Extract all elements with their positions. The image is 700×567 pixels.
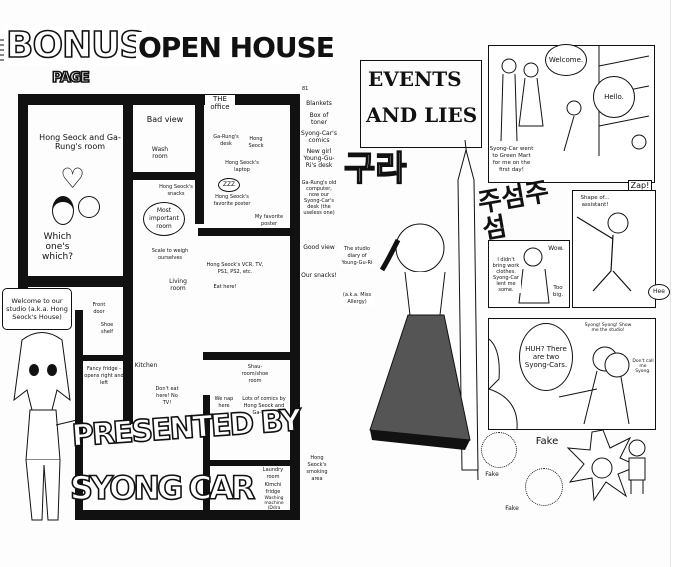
label-laundry: Laundry room <box>262 467 284 480</box>
heart-icon: ♡ <box>60 162 86 195</box>
bubble-welcome: Welcome. <box>545 44 587 76</box>
right-page: EVENTS AND LIES 구라 The studio diary of Y… <box>340 0 670 567</box>
fake-burst <box>566 429 640 502</box>
sfx-korean: 주섬주섬 <box>475 176 552 246</box>
panel3-figure <box>518 247 550 304</box>
sfx-zap: Zap! <box>628 180 652 191</box>
label-hong-seock: Hong Seock <box>248 136 264 149</box>
show-me-studio: Syong! Syong! Show me the studio! <box>584 323 632 333</box>
label-our-snacks: Our snacks! <box>301 272 337 279</box>
label-my-favorite-poster: My favorite poster <box>254 214 284 227</box>
label-hs-snacks: Hong Seock's snacks <box>159 184 193 197</box>
character-faces <box>52 196 102 225</box>
label-good-view: Good view <box>303 244 335 251</box>
room-bad-view: Bad view <box>146 115 184 124</box>
title-page: PAGE <box>51 69 90 87</box>
caption-green-mart: Syong-Car went to Green Mart for me on t… <box>489 146 534 174</box>
page-number: 81 <box>302 86 309 92</box>
label-blankets: Blankets <box>306 100 332 107</box>
label-favorite-poster-hs: Hong Seock's favorite poster <box>213 194 251 207</box>
title-box <box>360 60 482 148</box>
label-fancy-fridge: Fancy fridge - opens right and left <box>84 366 124 386</box>
label-dont-eat-here: Don't eat here! No TV! <box>155 386 179 406</box>
panel2-figure <box>576 212 632 292</box>
panel-two-syong-cars: HUH? There are two Syong-Cars. Syong! Sy… <box>488 318 656 430</box>
page-gutter-edge <box>670 0 700 567</box>
label-zzz: ZZZ <box>218 178 240 192</box>
wow: Wow. <box>548 245 564 252</box>
label-new-girl-desk: New girl Young-Gu-Ri's desk <box>303 148 335 169</box>
panel-welcome: Welcome. Hello. Syong-Car went to Green … <box>488 44 655 183</box>
label-laptop: Hong Seock's laptop <box>225 160 259 173</box>
title-bonus: BONUS <box>4 25 147 66</box>
fake-shirt-circle <box>481 432 517 468</box>
bubble-hello: Hello. <box>593 76 635 118</box>
room-living: Living room <box>169 278 187 292</box>
label-scale: Scale to weigh ourselves <box>151 248 189 261</box>
too-big: Too big. <box>552 285 564 298</box>
aka-caption: (a.k.a. Miss Allergy) <box>340 292 374 306</box>
room-most-important: Most important room <box>143 202 185 236</box>
label-we-nap-here: We nap here <box>214 396 234 409</box>
room-bedroom: Hong Seock and Ga-Rung's room <box>39 133 121 151</box>
shape-of-assistant: Shape of... assistant! <box>577 195 613 209</box>
label-toner: Box of toner <box>309 112 329 126</box>
panel4-figures <box>488 338 630 430</box>
label-shau-room: Shau-room/shoe room <box>241 364 269 384</box>
title-events: EVENTS <box>368 67 462 91</box>
label-lots-of-comics: Lots of comics by Hong Seock and Ga-Rung… <box>240 396 288 417</box>
label-eat-here: Eat here! <box>213 284 237 290</box>
room-office: THE office <box>205 95 235 111</box>
panel1-figures <box>500 46 650 156</box>
label-vcr: Hong Seock's VCR, TV, PS1, PS2, etc. <box>206 262 264 275</box>
room-kitchen: Kitchen <box>134 362 158 369</box>
bubble-hee: Hee <box>648 284 670 300</box>
label-garung-desk: Ga-Rung's desk <box>213 134 239 147</box>
label-smoking-area: Hong Seock's smoking area <box>306 455 328 482</box>
dont-call-me: Don't call me Syong. <box>632 359 654 374</box>
label-comics: Syong-Car's comics <box>301 130 337 144</box>
title-and-lies: AND LIES <box>366 103 478 127</box>
label-kimchi-fridge: Kimchi fridge <box>264 482 282 495</box>
panel-clothes: Wow. I didn't bring work clothes. Syong-… <box>488 240 570 308</box>
welcome-bubble: Welcome to our studio (a.k.a. Hong Seock… <box>2 288 72 330</box>
fake-label-1: Fake <box>485 471 499 478</box>
title-open-house: OPEN HOUSE <box>136 31 336 64</box>
welcome-text: Welcome to our studio (a.k.a. Hong Seock… <box>6 297 68 321</box>
bubble-huh: HUH? There are two Syong-Cars. <box>519 323 573 391</box>
label-old-computer: Ga-Rung's old computer, now our Syong-Ca… <box>301 180 337 216</box>
presented-by: PRESENTED BY <box>70 402 302 454</box>
studio-diary-caption: The studio diary of Young-Gu-Ri <box>340 246 374 267</box>
fake-label-2: Fake <box>505 505 519 512</box>
label-front-door: Front door <box>92 302 106 315</box>
room-wash: Wash room <box>151 146 169 160</box>
small-standing-figure <box>628 439 646 494</box>
girl-with-pen <box>369 139 479 481</box>
author-syong-car: SYONG CAR <box>69 469 256 507</box>
left-page: BONUS PAGE OPEN HOUSE 81 THE office Bad … <box>0 0 340 567</box>
which-ones-which: Which one's which? <box>42 232 73 262</box>
fake-label-3: Fake <box>535 436 559 447</box>
panel-assistant: Shape of... assistant! <box>572 190 656 308</box>
korean-title: 구라 <box>343 149 407 189</box>
label-shoe-shelf: Shoe shelf <box>100 322 114 335</box>
fake-shoes-circle <box>525 468 563 506</box>
girl-character <box>13 332 78 521</box>
clothes-caption: I didn't bring work clothes. Syong-Car l… <box>491 257 521 293</box>
label-washing-machine: Washing machine (Ddra Cleaner) <box>264 496 284 516</box>
